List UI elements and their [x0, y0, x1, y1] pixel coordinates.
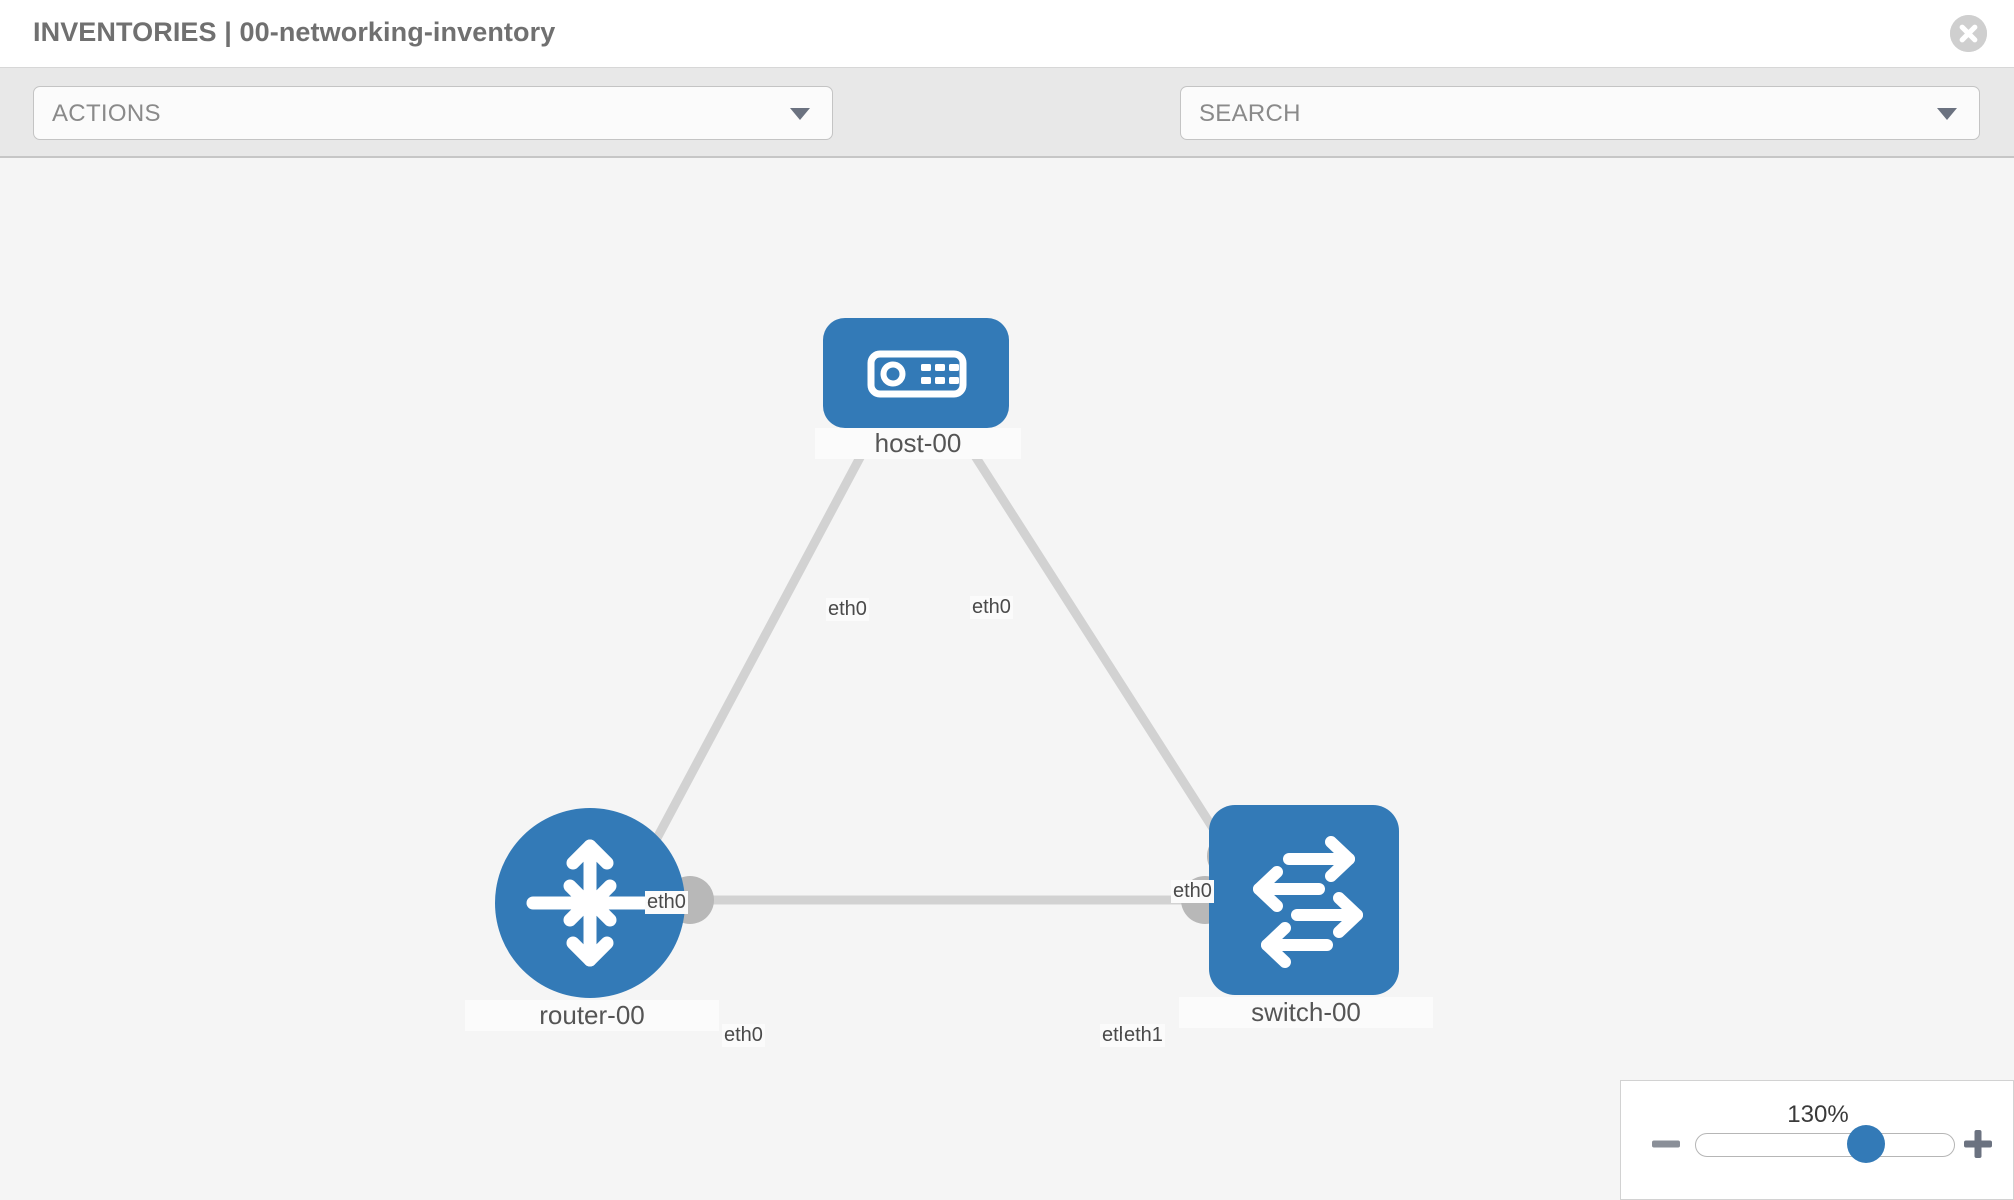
zoom-slider-track[interactable] [1695, 1133, 1955, 1157]
chevron-down-icon [1937, 108, 1957, 120]
iface-label-router-eth0: eth0 [722, 1024, 765, 1047]
topology-links [635, 402, 1255, 924]
zoom-level-label: 130% [1787, 1101, 1849, 1128]
page-header: INVENTORIES | 00-networking-inventory [0, 0, 2014, 68]
node-router-00[interactable]: router-00 [465, 808, 719, 1031]
node-switch-00-label: switch-00 [1179, 997, 1433, 1028]
node-host-00-shape [823, 318, 1009, 428]
node-switch-00-shape [1209, 805, 1399, 995]
node-host-00-label: host-00 [815, 428, 1021, 459]
router-four-arrows-icon [526, 839, 654, 967]
plus-icon[interactable] [1961, 1127, 1995, 1161]
zoom-slider-thumb[interactable] [1847, 1125, 1885, 1163]
search-input[interactable]: SEARCH [1180, 86, 1980, 140]
node-switch-00[interactable]: switch-00 [1179, 805, 1433, 1028]
node-router-00-label: router-00 [465, 1000, 719, 1031]
node-host-00[interactable]: host-00 [815, 318, 1021, 459]
toolbar: ACTIONS [0, 68, 2014, 197]
link-host-router [635, 415, 885, 875]
actions-dropdown[interactable]: ACTIONS [33, 86, 833, 140]
server-device-icon [867, 350, 967, 398]
close-icon[interactable] [1950, 15, 1987, 52]
page-title: INVENTORIES | 00-networking-inventory [33, 17, 556, 47]
link-host-switch [947, 415, 1237, 863]
search-input-value: SEARCH [1199, 100, 1301, 127]
iface-label-host-eth0-right: eth0 [970, 596, 1013, 619]
actions-dropdown-label: ACTIONS [52, 100, 161, 127]
minus-icon[interactable] [1649, 1127, 1683, 1161]
iface-label-switch-eth1: eth1 [1122, 1024, 1165, 1047]
switch-bidirectional-arrows-icon [1253, 836, 1363, 968]
iface-label-host-eth0-left: eth0 [826, 598, 869, 621]
chevron-down-icon [790, 108, 810, 120]
zoom-control-panel: 130% [1620, 1080, 2014, 1200]
topology-canvas[interactable]: host-00 [0, 158, 2014, 1200]
iface-label-switch-eth0-uplink: eth0 [1171, 880, 1214, 903]
iface-label-router-eth0-uplink: eth0 [645, 891, 688, 914]
